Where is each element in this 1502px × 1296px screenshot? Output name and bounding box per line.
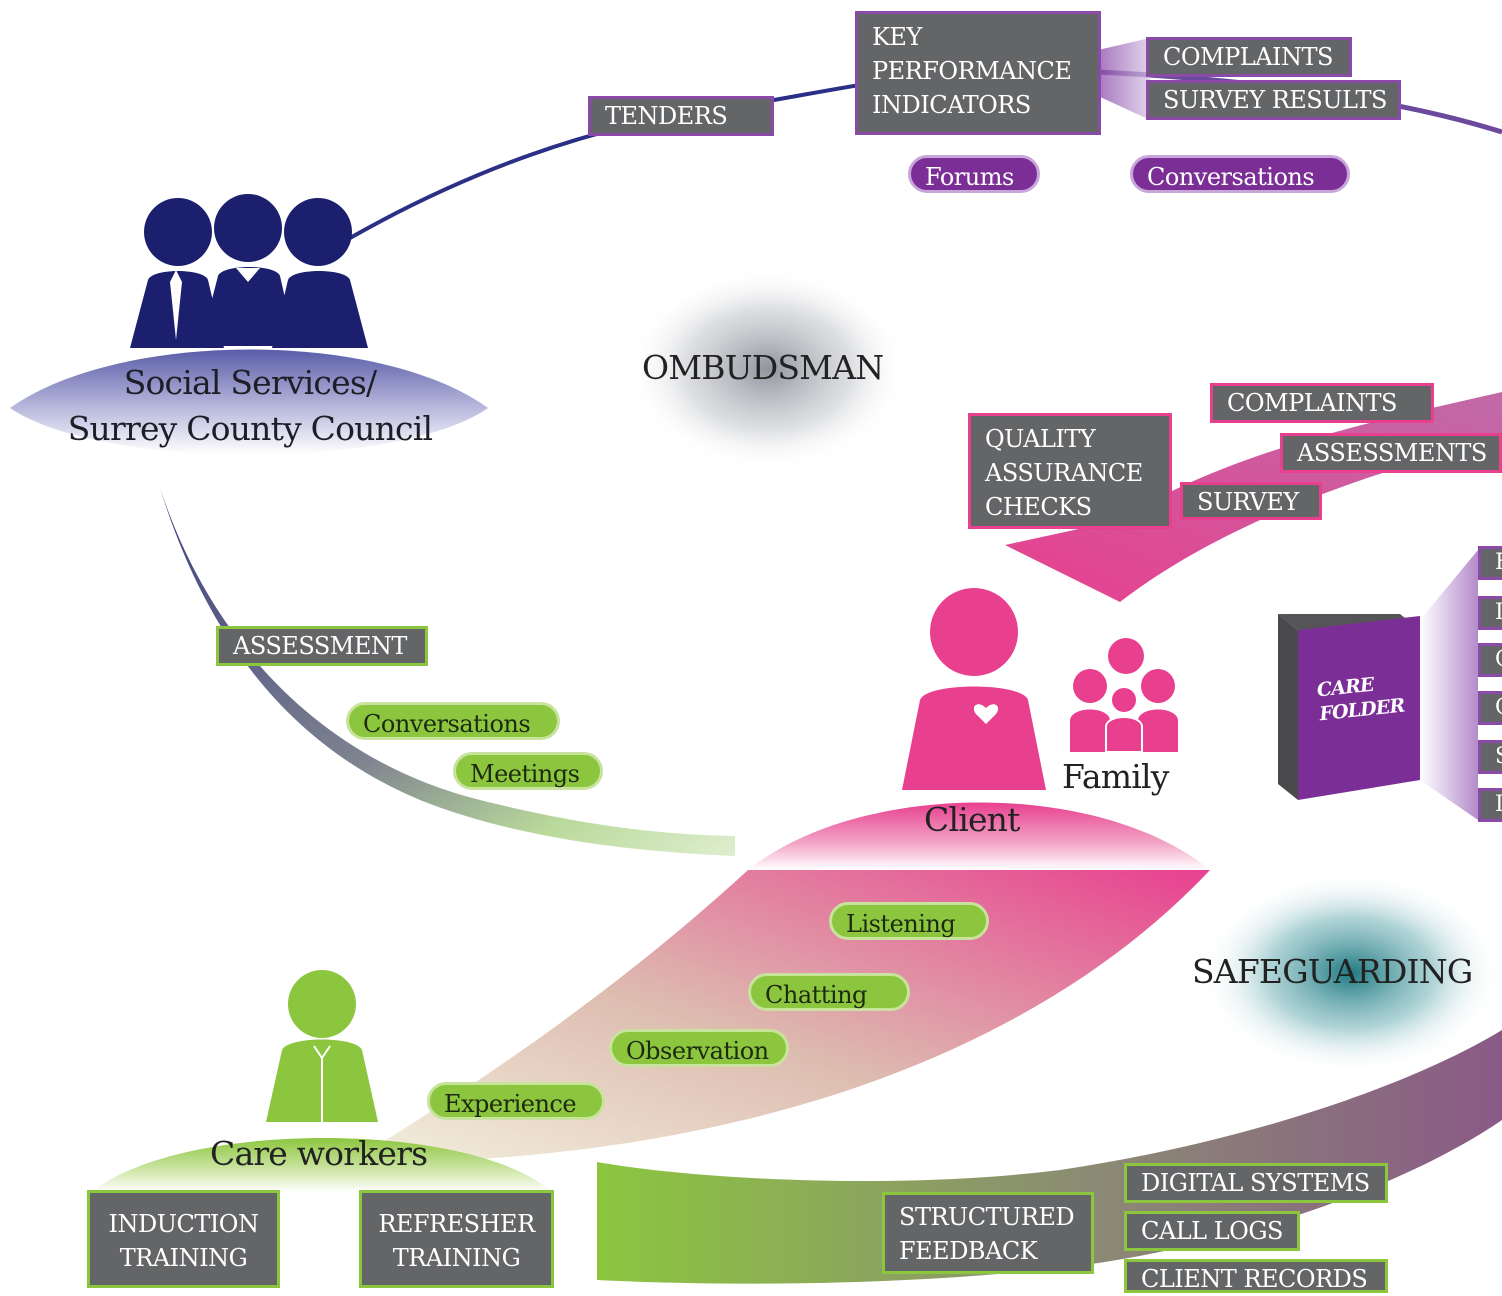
meetings-pill: Meetings bbox=[453, 752, 603, 790]
listening-pill: Listening bbox=[829, 902, 989, 940]
ombudsman-glow bbox=[628, 268, 908, 470]
call-logs-box: CALL LOGS bbox=[1124, 1211, 1300, 1251]
kpi-box: KEY PERFORMANCE INDICATORS bbox=[855, 11, 1101, 135]
client-person-icon bbox=[902, 588, 1046, 790]
care-folder-spread bbox=[1420, 550, 1478, 820]
safeguarding-label: SAFEGUARDING bbox=[1192, 952, 1473, 991]
client-label: Client bbox=[924, 800, 1020, 839]
conversations-pill-top: Conversations bbox=[1130, 155, 1350, 193]
family-icon bbox=[1070, 638, 1178, 753]
care-folder-spine bbox=[1278, 614, 1298, 800]
care-folder-label: CARE FOLDER bbox=[1315, 673, 1406, 726]
forums-pill: Forums bbox=[908, 155, 1040, 193]
complaints-box-quality: COMPLAINTS bbox=[1210, 383, 1434, 423]
client-records-box: CLIENT RECORDS bbox=[1124, 1259, 1388, 1293]
survey-results-box: SURVEY RESULTS bbox=[1146, 80, 1401, 120]
care-workers-label: Care workers bbox=[210, 1134, 428, 1173]
assessment-box: ASSESSMENT bbox=[216, 626, 428, 666]
complaints-box-top: COMPLAINTS bbox=[1146, 37, 1352, 77]
care-folder-row: C bbox=[1478, 691, 1502, 725]
care-folder-row: I bbox=[1478, 596, 1502, 630]
client-plate bbox=[748, 802, 1210, 870]
care-worker-icon bbox=[266, 970, 378, 1122]
care-folder-row: F bbox=[1478, 546, 1502, 580]
induction-training-box: INDUCTION TRAINING bbox=[87, 1190, 280, 1288]
ombudsman-label: OMBUDSMAN bbox=[642, 348, 884, 387]
refresher-training-box: REFRESHER TRAINING bbox=[359, 1190, 554, 1288]
social-services-label: Social Services/ Surrey County Council bbox=[67, 363, 433, 448]
digital-systems-box: DIGITAL SYSTEMS bbox=[1124, 1163, 1388, 1203]
quality-assurance-box: QUALITY ASSURANCE CHECKS bbox=[968, 413, 1172, 529]
council-plate bbox=[10, 349, 488, 455]
experience-pill: Experience bbox=[427, 1082, 605, 1120]
structured-feedback-box: STRUCTURED FEEDBACK bbox=[882, 1192, 1094, 1274]
council-group-icon bbox=[130, 194, 368, 348]
tenders-box: TENDERS bbox=[588, 96, 774, 136]
care-folder-row: C bbox=[1478, 643, 1502, 677]
conversations-pill-green: Conversations bbox=[346, 702, 560, 740]
survey-box: SURVEY bbox=[1180, 482, 1322, 520]
assessments-box: ASSESSMENTS bbox=[1280, 433, 1502, 473]
care-folder-cover bbox=[1298, 616, 1420, 800]
worker-plate bbox=[92, 1138, 552, 1192]
care-folder-row: I bbox=[1478, 788, 1502, 822]
safeguarding-glow bbox=[1200, 872, 1502, 1074]
kpi-fan bbox=[1098, 38, 1150, 120]
council-to-client-path bbox=[160, 488, 735, 856]
family-label: Family bbox=[1062, 757, 1169, 796]
care-folder-row: S bbox=[1478, 740, 1502, 774]
observation-pill: Observation bbox=[609, 1029, 789, 1067]
chatting-pill: Chatting bbox=[748, 973, 910, 1011]
